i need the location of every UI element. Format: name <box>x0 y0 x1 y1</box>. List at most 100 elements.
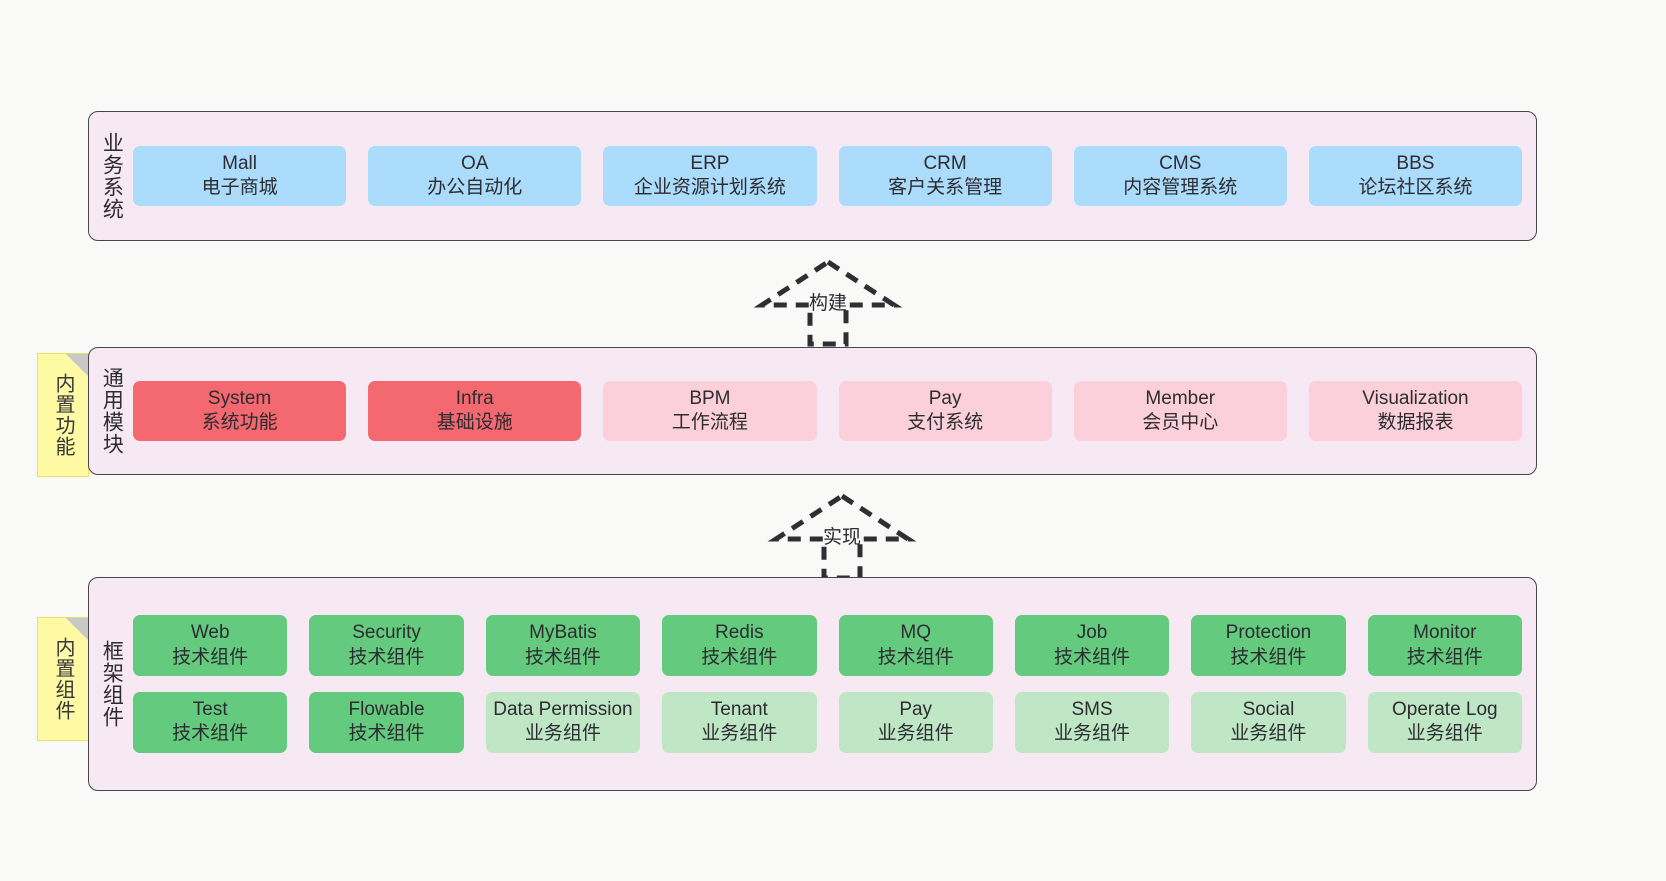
card-en-label: Web <box>190 622 230 644</box>
module-card-crm[interactable]: CRM 客户关系管理 <box>838 145 1052 207</box>
card-cn-label: 业务组件 <box>701 723 778 745</box>
layer-common-modules: 通用模块 System 系统功能 Infra 基础设施 BPM 工作流程 Pay… <box>88 347 1537 475</box>
card-en-label: OA <box>461 152 489 174</box>
card-en-label: CMS <box>1159 152 1202 174</box>
card-en-label: Tenant <box>710 699 768 720</box>
module-card-mall[interactable]: Mall 电子商城 <box>133 145 347 207</box>
card-en-label: CRM <box>923 152 967 174</box>
module-card-bpm[interactable]: BPM 工作流程 <box>603 380 817 442</box>
component-card-pay[interactable]: Pay 业务组件 <box>838 692 993 753</box>
card-cn-label: 业务组件 <box>877 723 954 745</box>
card-row-technical: Web 技术组件 Security 技术组件 MyBatis 技术组件 Redi… <box>133 615 1522 676</box>
component-card-monitor[interactable]: Monitor 技术组件 <box>1367 615 1522 676</box>
card-en-label: Redis <box>715 622 764 644</box>
module-card-oa[interactable]: OA 办公自动化 <box>368 145 582 207</box>
layer-title-business-systems: 业务系统 <box>100 132 124 220</box>
card-en-label: Visualization <box>1362 387 1469 409</box>
connector-build-label: 构建 <box>808 293 848 314</box>
card-cn-label: 技术组件 <box>1054 646 1131 668</box>
card-cn-label: 数据报表 <box>1377 412 1454 433</box>
card-cn-label: 技术组件 <box>172 646 249 668</box>
component-card-web[interactable]: Web 技术组件 <box>133 615 288 676</box>
component-card-tenant[interactable]: Tenant 业务组件 <box>662 692 817 753</box>
layer-title-framework-components: 框架组件 <box>100 640 124 728</box>
card-cn-label: 基础设施 <box>436 412 513 433</box>
card-en-label: Test <box>192 699 228 720</box>
component-card-sms[interactable]: SMS 业务组件 <box>1014 692 1170 753</box>
component-card-mybatis[interactable]: MyBatis 技术组件 <box>485 615 641 676</box>
component-card-social[interactable]: Social 业务组件 <box>1191 692 1346 753</box>
card-row: Mall 电子商城 OA 办公自动化 ERP 企业资源计划系统 CRM 客户关系… <box>133 145 1523 207</box>
connector-build: 构建 <box>753 258 903 348</box>
module-card-infra[interactable]: Infra 基础设施 <box>368 380 582 442</box>
component-card-flowable[interactable]: Flowable 技术组件 <box>309 692 464 753</box>
card-en-label: Data Permission <box>493 699 633 720</box>
card-en-label: Pay <box>928 387 962 409</box>
card-en-label: Flowable <box>348 699 425 720</box>
card-cn-label: 业务组件 <box>1406 723 1483 745</box>
card-en-label: BPM <box>689 387 731 409</box>
card-en-label: MQ <box>900 622 931 644</box>
component-card-data-permission[interactable]: Data Permission 业务组件 <box>485 692 641 753</box>
card-cn-label: 工作流程 <box>671 412 748 433</box>
card-en-label: MyBatis <box>529 622 597 644</box>
card-en-label: BBS <box>1396 152 1435 174</box>
card-cn-label: 支付系统 <box>907 412 984 433</box>
module-card-erp[interactable]: ERP 企业资源计划系统 <box>603 145 817 207</box>
card-cn-label: 业务组件 <box>1230 723 1307 745</box>
card-en-label: ERP <box>690 152 730 174</box>
layer-body-common-modules: System 系统功能 Infra 基础设施 BPM 工作流程 Pay 支付系统… <box>133 348 1536 474</box>
card-en-label: Infra <box>455 387 494 409</box>
card-cn-label: 技术组件 <box>1230 646 1307 668</box>
card-cn-label: 技术组件 <box>524 646 601 668</box>
card-en-label: Monitor <box>1413 622 1477 644</box>
card-cn-label: 客户关系管理 <box>888 177 1003 198</box>
card-cn-label: 会员中心 <box>1142 412 1219 433</box>
card-en-label: SMS <box>1071 699 1113 720</box>
card-row: System 系统功能 Infra 基础设施 BPM 工作流程 Pay 支付系统… <box>133 380 1523 442</box>
note-built-in-components: 内置组件 <box>37 617 89 741</box>
card-en-label: System <box>207 387 272 409</box>
card-cn-label: 技术组件 <box>1406 646 1483 668</box>
connector-build-shape <box>753 259 903 347</box>
layer-framework-components: 框架组件 Web 技术组件 Security 技术组件 MyBatis 技术组件… <box>88 577 1537 791</box>
card-en-label: Member <box>1145 387 1216 409</box>
module-card-cms[interactable]: CMS 内容管理系统 <box>1073 145 1287 207</box>
component-card-job[interactable]: Job 技术组件 <box>1014 615 1170 676</box>
layer-business-systems: 业务系统 Mall 电子商城 OA 办公自动化 ERP 企业资源计划系统 CRM… <box>88 111 1537 241</box>
layer-title-common-modules: 通用模块 <box>100 367 124 455</box>
card-en-label: Job <box>1076 622 1108 644</box>
component-card-operate-log[interactable]: Operate Log 业务组件 <box>1367 692 1522 753</box>
component-card-redis[interactable]: Redis 技术组件 <box>662 615 817 676</box>
card-cn-label: 系统功能 <box>201 412 278 433</box>
note-built-in-functions: 内置功能 <box>37 353 89 477</box>
card-cn-label: 技术组件 <box>348 723 425 745</box>
card-row-business: Test 技术组件 Flowable 技术组件 Data Permission … <box>133 692 1522 753</box>
card-cn-label: 业务组件 <box>524 723 601 745</box>
component-card-mq[interactable]: MQ 技术组件 <box>838 615 993 676</box>
module-card-bbs[interactable]: BBS 论坛社区系统 <box>1308 145 1523 207</box>
card-cn-label: 技术组件 <box>348 646 425 668</box>
card-en-label: Pay <box>899 699 933 720</box>
card-cn-label: 技术组件 <box>172 723 249 745</box>
component-card-test[interactable]: Test 技术组件 <box>133 692 288 753</box>
card-cn-label: 论坛社区系统 <box>1358 177 1473 198</box>
connector-implement: 实现 <box>767 492 917 582</box>
card-cn-label: 内容管理系统 <box>1123 177 1238 198</box>
card-cn-label: 办公自动化 <box>427 177 523 198</box>
module-card-system[interactable]: System 系统功能 <box>133 380 347 442</box>
card-en-label: Security <box>352 622 421 644</box>
connector-implement-label: 实现 <box>822 527 862 548</box>
layer-body-business-systems: Mall 电子商城 OA 办公自动化 ERP 企业资源计划系统 CRM 客户关系… <box>133 112 1536 240</box>
module-card-visualization[interactable]: Visualization 数据报表 <box>1308 380 1523 442</box>
component-card-protection[interactable]: Protection 技术组件 <box>1191 615 1346 676</box>
card-cn-label: 技术组件 <box>877 646 954 668</box>
module-card-pay[interactable]: Pay 支付系统 <box>838 380 1052 442</box>
card-cn-label: 企业资源计划系统 <box>633 177 786 198</box>
component-card-security[interactable]: Security 技术组件 <box>309 615 464 676</box>
card-cn-label: 技术组件 <box>701 646 778 668</box>
card-cn-label: 电子商城 <box>201 177 278 198</box>
card-en-label: Operate Log <box>1391 699 1498 720</box>
module-card-member[interactable]: Member 会员中心 <box>1073 380 1287 442</box>
